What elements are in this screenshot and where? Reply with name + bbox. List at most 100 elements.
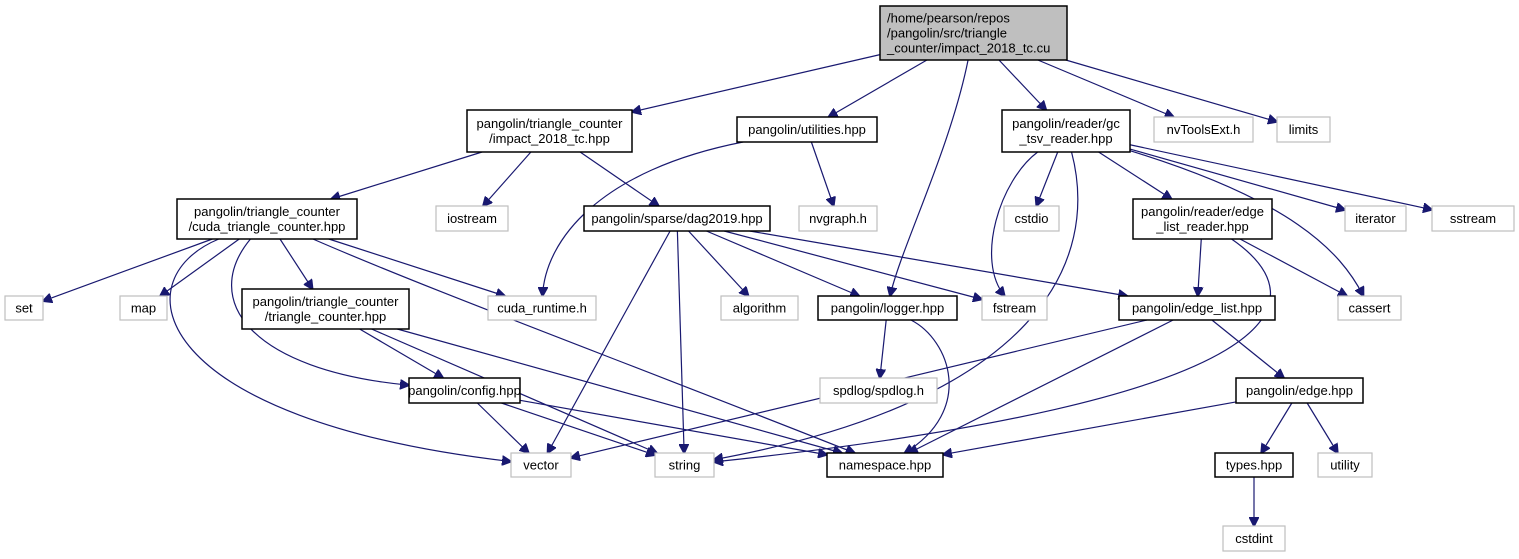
node-box bbox=[1153, 116, 1254, 143]
node-box bbox=[466, 109, 633, 153]
node-cassert: cassert bbox=[1337, 295, 1402, 321]
node-label: namespace.hpp bbox=[839, 458, 932, 473]
edge-logger-to-namespace bbox=[905, 319, 950, 453]
edge-dag2019-to-logger bbox=[706, 230, 859, 296]
node-label: pangolin/config.hpp bbox=[408, 383, 521, 398]
node-label: map bbox=[131, 301, 156, 316]
node-algorithm: algorithm bbox=[720, 295, 799, 321]
node-box bbox=[819, 377, 938, 404]
node-label: vector bbox=[523, 458, 559, 473]
edge-config-to-namespace bbox=[519, 399, 827, 454]
node-label: iostream bbox=[447, 211, 497, 226]
node-dag2019[interactable]: pangolin/sparse/dag2019.hpp bbox=[583, 205, 771, 232]
edge-dag2019-to-edge_list bbox=[749, 230, 1128, 296]
node-impact_hpp[interactable]: pangolin/triangle_counter/impact_2018_tc… bbox=[466, 109, 633, 153]
edge-edge_list_reader-to-edge_list bbox=[1198, 238, 1202, 296]
node-utilities[interactable]: pangolin/utilities.hpp bbox=[736, 116, 878, 143]
node-edge[interactable]: pangolin/edge.hpp bbox=[1235, 377, 1364, 404]
node-box bbox=[736, 116, 878, 143]
node-types[interactable]: types.hpp bbox=[1214, 452, 1294, 478]
node-box bbox=[1235, 377, 1364, 404]
node-set: set bbox=[4, 295, 44, 321]
node-edge_list[interactable]: pangolin/edge_list.hpp bbox=[1118, 295, 1276, 321]
node-label: pangolin/logger.hpp bbox=[831, 301, 945, 316]
node-config[interactable]: pangolin/config.hpp bbox=[408, 377, 521, 404]
node-box bbox=[654, 452, 715, 478]
edge-root-to-impact_hpp bbox=[632, 54, 881, 112]
node-namespace[interactable]: namespace.hpp bbox=[826, 452, 944, 478]
edge-cuda_tc-to-tc_hpp bbox=[279, 238, 313, 289]
node-box bbox=[510, 452, 572, 478]
node-box bbox=[1337, 295, 1402, 321]
node-cuda_runtime: cuda_runtime.h bbox=[487, 295, 597, 321]
edge-config-to-vector bbox=[476, 402, 528, 453]
node-nvgraph: nvgraph.h bbox=[798, 205, 878, 232]
edge-edge_list_reader-to-cassert bbox=[1239, 238, 1347, 296]
node-gc_tsv[interactable]: pangolin/reader/gc_tsv_reader.hpp bbox=[1001, 109, 1131, 153]
node-iterator: iterator bbox=[1344, 205, 1407, 232]
node-utility: utility bbox=[1317, 452, 1373, 478]
node-edge_list_reader[interactable]: pangolin/reader/edge_list_reader.hpp bbox=[1132, 198, 1273, 240]
node-cuda_tc[interactable]: pangolin/triangle_counter/cuda_triangle_… bbox=[176, 198, 358, 240]
edge-tc_hpp-to-namespace bbox=[397, 328, 842, 453]
edge-gc_tsv-to-iterator bbox=[1129, 148, 1345, 210]
node-box bbox=[408, 377, 521, 404]
node-cstdint: cstdint bbox=[1222, 525, 1286, 552]
edge-cuda_tc-to-set bbox=[43, 238, 213, 301]
edge-cuda_tc-to-namespace bbox=[312, 238, 855, 453]
node-box bbox=[1132, 198, 1273, 240]
node-label: cstdint bbox=[1235, 531, 1273, 546]
node-box bbox=[435, 205, 509, 232]
node-label: nvgraph.h bbox=[809, 211, 867, 226]
edge-edge_list-to-edge bbox=[1211, 319, 1284, 378]
edge-edge-to-namespace bbox=[943, 401, 1237, 455]
edge-gc_tsv-to-edge_list_reader bbox=[1098, 151, 1172, 199]
node-label: set bbox=[15, 301, 33, 316]
node-box bbox=[241, 288, 410, 330]
edge-edge_list_reader-to-string bbox=[714, 238, 1271, 462]
node-label: _tsv_reader.hpp bbox=[1018, 131, 1112, 146]
node-label: pangolin/reader/edge bbox=[1141, 204, 1264, 219]
edge-utilities-to-nvgraph bbox=[810, 141, 833, 206]
node-cstdio: cstdio bbox=[1003, 205, 1060, 232]
node-label: /home/pearson/repos bbox=[887, 11, 1010, 26]
node-sstream: sstream bbox=[1431, 205, 1515, 232]
node-label: cuda_runtime.h bbox=[497, 301, 587, 316]
node-label: cassert bbox=[1349, 301, 1391, 316]
node-string: string bbox=[654, 452, 715, 478]
node-tc_hpp[interactable]: pangolin/triangle_counter/triangle_count… bbox=[241, 288, 410, 330]
edge-edge-to-types bbox=[1261, 402, 1293, 453]
edge-gc_tsv-to-sstream bbox=[1129, 144, 1432, 210]
edge-impact_hpp-to-iostream bbox=[483, 151, 532, 206]
node-box bbox=[1344, 205, 1407, 232]
node-label: _counter/impact_2018_tc.cu bbox=[886, 41, 1050, 56]
node-spdlog: spdlog/spdlog.h bbox=[819, 377, 938, 404]
edge-tc_hpp-to-config bbox=[359, 328, 444, 378]
edge-root-to-gc_tsv bbox=[998, 59, 1046, 110]
node-label: sstream bbox=[1450, 211, 1496, 226]
edge-impact_hpp-to-dag2019 bbox=[579, 151, 659, 206]
node-box bbox=[817, 295, 958, 321]
node-box bbox=[826, 452, 944, 478]
node-label: utility bbox=[1330, 458, 1360, 473]
edge-gc_tsv-to-cassert bbox=[1129, 150, 1363, 296]
edges-layer bbox=[43, 54, 1432, 526]
edge-gc_tsv-to-fstream bbox=[991, 151, 1039, 296]
node-box bbox=[1001, 109, 1131, 153]
edge-logger-to-spdlog bbox=[880, 319, 887, 378]
node-label: algorithm bbox=[733, 301, 786, 316]
node-logger[interactable]: pangolin/logger.hpp bbox=[817, 295, 958, 321]
edge-cuda_tc-to-vector bbox=[169, 238, 511, 462]
edge-gc_tsv-to-cstdio bbox=[1036, 151, 1059, 206]
node-box bbox=[1003, 205, 1060, 232]
node-box bbox=[4, 295, 44, 321]
node-map: map bbox=[119, 295, 168, 321]
node-box bbox=[1222, 525, 1286, 552]
node-box bbox=[1276, 116, 1331, 143]
node-label: _list_reader.hpp bbox=[1155, 219, 1249, 234]
node-label: spdlog/spdlog.h bbox=[833, 383, 924, 398]
edge-dag2019-to-fstream bbox=[723, 230, 982, 299]
edge-impact_hpp-to-cuda_tc bbox=[331, 151, 483, 199]
node-label: string bbox=[669, 458, 701, 473]
